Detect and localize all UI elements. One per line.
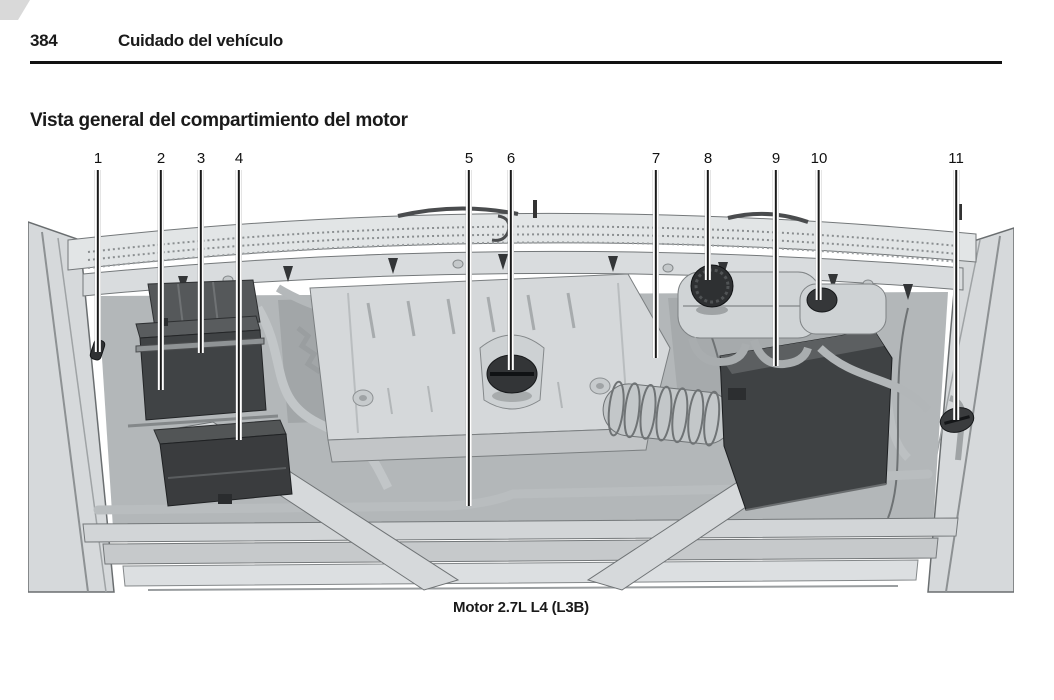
callout-leader-line (705, 170, 711, 280)
callout-label: 10 (810, 150, 828, 167)
callout-leader-line (466, 170, 472, 506)
callout-2: 2 (157, 150, 165, 390)
callout-leader-line (816, 170, 822, 300)
callout-3: 3 (197, 150, 205, 353)
page-heading: Vista general del compartimiento del mot… (30, 110, 408, 131)
wiper-arm-right (727, 211, 809, 224)
cowl-grille (67, 200, 977, 271)
brake-fluid-cap (806, 287, 838, 313)
page-number: 384 (30, 31, 58, 50)
header-rule (30, 61, 1002, 64)
callout-leader-line (508, 170, 514, 370)
coolant-cap (690, 264, 734, 308)
callout-5: 5 (465, 150, 473, 506)
callout-label: 3 (196, 150, 206, 167)
callout-6: 6 (507, 150, 515, 370)
callout-8: 8 (704, 150, 712, 280)
section-title: Cuidado del vehículo (118, 31, 283, 50)
callout-label: 2 (156, 150, 166, 167)
callout-11: 11 (948, 150, 964, 420)
callout-label: 6 (506, 150, 516, 167)
callout-leader-line (653, 170, 659, 358)
air-intake-duct (602, 380, 734, 447)
callout-label: 5 (464, 150, 474, 167)
callout-label: 4 (234, 150, 244, 167)
callout-label: 1 (93, 150, 103, 167)
callout-leader-line (236, 170, 242, 440)
engine-cover (309, 273, 671, 463)
page-corner-artifact (0, 0, 30, 20)
figure-caption: Motor 2.7L L4 (L3B) (453, 599, 589, 616)
callout-label: 8 (703, 150, 713, 167)
callout-leader-line (198, 170, 204, 353)
callout-leader-line (95, 170, 101, 352)
engine-compartment-illustration (28, 200, 1014, 593)
callout-label: 9 (771, 150, 781, 167)
washer-fluid-filler (939, 395, 975, 461)
wiper-arm-left (397, 206, 519, 218)
callout-1: 1 (94, 150, 102, 352)
callout-label: 11 (948, 150, 964, 167)
callout-4: 4 (235, 150, 243, 440)
ecm-module (147, 279, 261, 329)
washer-fluid-cap (939, 407, 975, 433)
callout-10: 10 (810, 150, 828, 300)
callout-9: 9 (772, 150, 780, 366)
coolant-reservoir (677, 264, 931, 413)
callout-leader-line (773, 170, 779, 366)
fuse-block (153, 419, 293, 507)
callout-label: 7 (651, 150, 661, 167)
callout-leader-line (952, 170, 959, 420)
callout-7: 7 (652, 150, 660, 358)
callout-leader-line (158, 170, 164, 390)
